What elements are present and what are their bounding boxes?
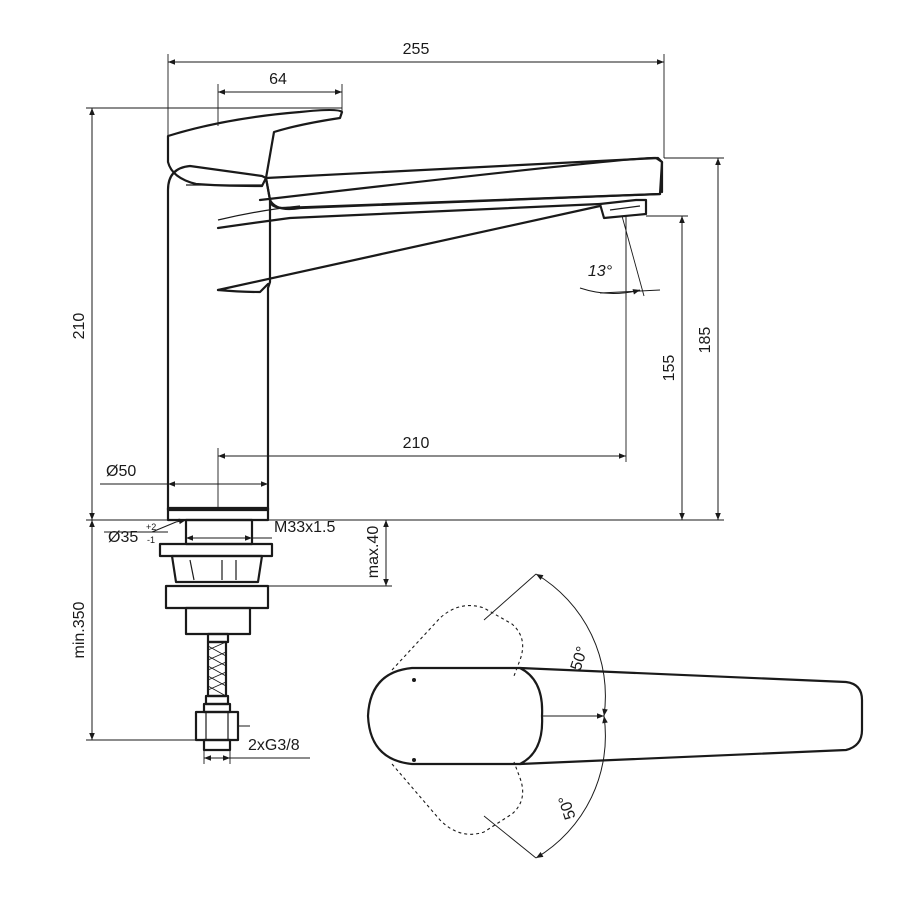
dim-total-height: 210 (71, 313, 88, 340)
dim-outlet-height: 185 (697, 327, 714, 354)
faucet-body (166, 164, 272, 512)
top-view: 50° 50° (366, 573, 864, 859)
dim-handle-length: 64 (269, 71, 287, 88)
dim-hole-tol-plus: +2 (146, 522, 156, 532)
dim-thread: M33x1.5 (274, 519, 335, 536)
aerator (598, 198, 648, 220)
dim-body-diameter: Ø50 (106, 463, 136, 480)
dim-hole-tol-minus: -1 (147, 535, 155, 545)
dim-spout-reach: 210 (403, 435, 430, 452)
lever-position-down (391, 761, 524, 835)
mount-stub (206, 632, 230, 644)
hose-connector-nut (194, 710, 240, 742)
lever-top-outline (366, 666, 864, 766)
mount-shank (184, 518, 254, 546)
mount-nut (170, 554, 264, 584)
dim-lever-angle-up: 50° (568, 644, 592, 672)
faucet-side-view (166, 108, 664, 522)
lever-position-up (391, 605, 524, 677)
dim-hole-diameter: Ø35 (108, 529, 138, 546)
dim-lever-angle-down: 50° (556, 793, 580, 821)
dim-min-hose: min.350 (71, 601, 88, 658)
mount-washer (158, 542, 274, 558)
dim-tilt-angle: 13° (588, 263, 613, 280)
side-dimensions: 255 64 210 185 155 210 13° Ø50 (71, 41, 724, 764)
dim-connections: 2xG3/8 (248, 737, 300, 754)
dim-overall-length: 255 (403, 41, 430, 58)
mount-plate (164, 584, 270, 610)
mounting-assembly (158, 518, 274, 752)
mount-body-lower (184, 606, 252, 636)
dim-aerator-clearance: 155 (661, 355, 678, 382)
dim-max-deck: max.40 (365, 526, 382, 579)
handle-lever (166, 108, 344, 188)
